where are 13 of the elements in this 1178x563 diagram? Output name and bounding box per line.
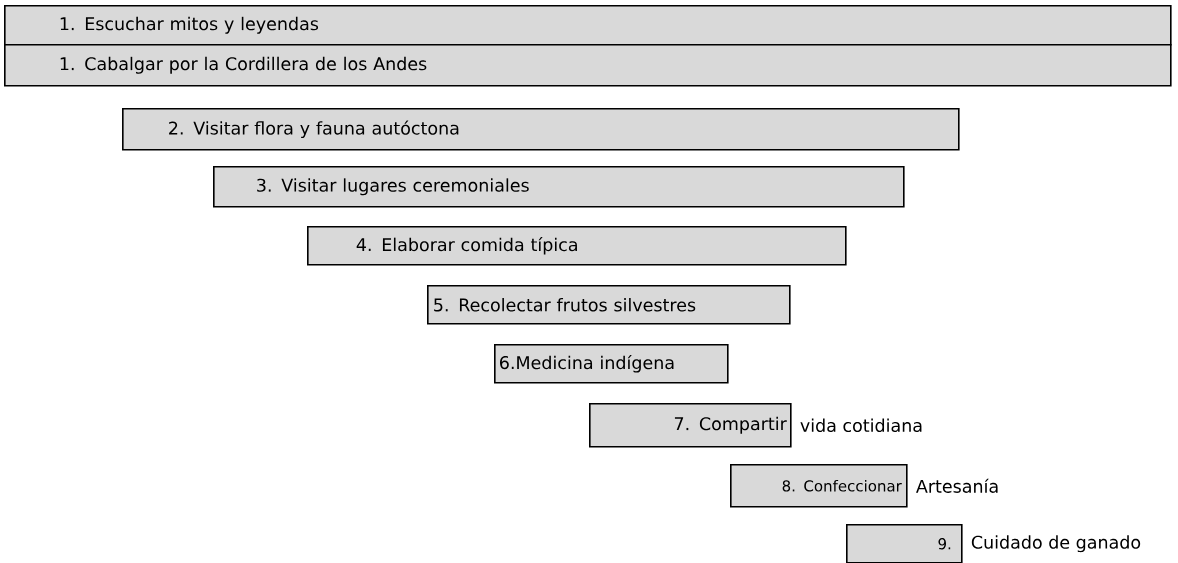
activity-box: 1. Cabalgar por la Cordillera de los Andes	[4, 44, 1172, 87]
activity-box: 5. Recolectar frutos silvestres	[427, 285, 791, 325]
beside-label: Artesanía	[916, 478, 998, 493]
activity-box: 9.	[846, 524, 963, 563]
beside-label: vida cotidiana	[800, 418, 922, 433]
activity-box: 1. Escuchar mitos y leyendas	[4, 5, 1172, 46]
activity-box: 2. Visitar flora y fauna autóctona	[122, 108, 960, 151]
activity-box: 7. Compartir	[589, 403, 792, 448]
activity-box: 8. Confeccionar	[730, 463, 908, 508]
activity-box: 6.Medicina indígena	[494, 344, 729, 384]
beside-label: Cuidado de ganado	[971, 535, 1141, 553]
activity-box: 4. Elaborar comida típica	[307, 226, 847, 266]
activity-box: 3. Visitar lugares ceremoniales	[213, 166, 905, 208]
